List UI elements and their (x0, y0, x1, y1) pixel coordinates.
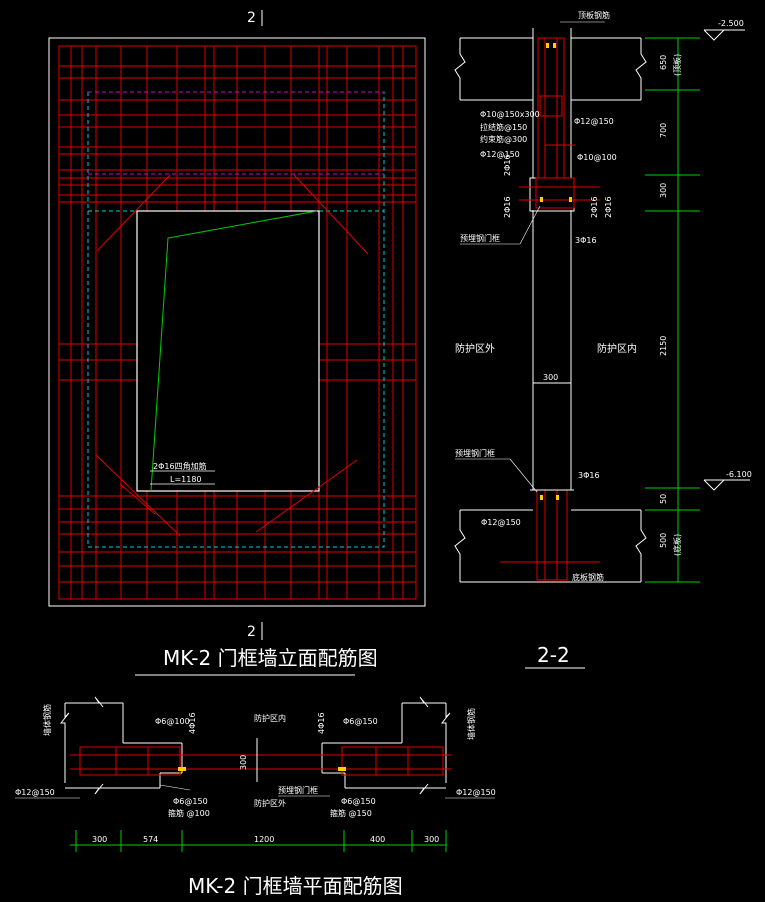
note-phi12-150-a: Φ12@150 (480, 150, 520, 159)
section-mark-top: 2 (247, 10, 256, 26)
bottom-slab-outline (454, 489, 647, 583)
phi12-150-bottom: Φ12@150 (481, 518, 521, 527)
bar-note-line1: 2Φ16四角加筋 (153, 461, 207, 471)
note-steel-frame-top: 预埋钢门框 (460, 233, 500, 243)
plan-dim-label: 300 (92, 835, 107, 844)
horizontal-rebars (59, 65, 416, 583)
label-top-slab: 顶板钢筋 (578, 10, 610, 20)
plan-hook-150: 箍筋 @150 (330, 808, 372, 818)
plan-phi6-150: Φ6@150 (343, 717, 378, 726)
dim-650: 650 (659, 55, 668, 70)
section-rebars (500, 37, 600, 581)
note-3phi16: 3Φ16 (575, 236, 597, 245)
level-bottom: -6.100 (726, 470, 752, 479)
plan-wall-rebar-right: 墙体钢筋 (466, 708, 476, 740)
level-marker-bottom (703, 479, 750, 491)
note-2phi16-c: 2Φ16 (590, 196, 599, 218)
plan-steel-frame: 预埋钢门框 (278, 785, 318, 795)
plan-phi6-100: Φ6@100 (155, 717, 190, 726)
plan-drawing: 300 防护区内 防护区外 预埋钢门框 Φ6@100 4Φ16 4Φ16 Φ6@… (15, 696, 496, 898)
dim-tag-bottom: (底板) (672, 534, 682, 556)
top-slab-outline (454, 37, 647, 101)
plan-dim-label: 300 (424, 835, 439, 844)
plan-phi6-150-b: Φ6@150 (173, 797, 208, 806)
section-mark-bottom: 2 (247, 624, 256, 640)
plan-phi6-150-c: Φ6@150 (341, 797, 376, 806)
diagonal-corner-bars (95, 174, 369, 537)
level-marker-top (703, 29, 745, 41)
plan-rebars (70, 746, 452, 776)
note-3phi16-b: 3Φ16 (578, 471, 600, 480)
label-bottom-slab: 底板钢筋 (572, 572, 604, 582)
plan-phi16-left: 4Φ16 (188, 712, 197, 734)
note-2phi16-d: 2Φ16 (604, 196, 613, 218)
plan-dim-label: 400 (370, 835, 385, 844)
level-top: -2.500 (718, 19, 744, 28)
elevation-outer-frame (48, 37, 426, 607)
plan-label-inside: 防护区内 (254, 713, 286, 723)
note-tie1: Φ10@150x300 (480, 110, 540, 119)
elevation-title: MK-2 门框墙立面配筋图 (163, 646, 378, 670)
plan-wall-rebar-left: 墙体钢筋 (42, 704, 52, 736)
plan-phi12-150-left: Φ12@150 (15, 788, 55, 797)
door-swing-line (150, 210, 318, 492)
steel-frame-marks (540, 43, 572, 500)
bar-note-line2: L=1180 (170, 475, 202, 484)
dim-500: 500 (659, 533, 668, 548)
note-steel-frame-bottom: 预埋钢门框 (455, 448, 495, 458)
note-phi10-100: Φ10@100 (577, 153, 617, 162)
note-2phi16: 2Φ16 (503, 154, 512, 176)
plan-wall-outline (59, 696, 451, 795)
section-label-outside: 防护区外 (455, 342, 495, 355)
dim-50: 50 (659, 494, 668, 504)
plan-dim-chain (70, 830, 447, 852)
plan-hook-100: 箍筋 @100 (168, 808, 210, 818)
plan-phi12-150-right: Φ12@150 (456, 788, 496, 797)
dim-300: 300 (659, 183, 668, 198)
plan-title: MK-2 门框墙平面配筋图 (188, 874, 403, 898)
plan-phi16-right: 4Φ16 (317, 712, 326, 734)
section-dim-chain (645, 37, 700, 583)
plan-frame-marks (178, 767, 346, 771)
plan-dim-label: 1200 (254, 835, 274, 844)
note-tie3: 约束筋@300 (480, 134, 527, 144)
plan-dim-label: 574 (143, 835, 158, 844)
note-2phi16-b: 2Φ16 (503, 196, 512, 218)
section-label-inside: 防护区内 (597, 342, 637, 355)
door-opening (136, 210, 320, 492)
elevation-drawing: 2Φ16四角加筋 L=1180 2 2 MK-2 门框墙立面配筋图 (48, 10, 426, 676)
note-phi12-150-b: Φ12@150 (574, 117, 614, 126)
note-tie2: 拉结筋@150 (480, 122, 527, 132)
dim-2150: 2150 (659, 336, 668, 356)
section-dim-wall: 300 (543, 373, 558, 382)
plan-label-outside: 防护区外 (254, 798, 286, 808)
dim-tag-top: (顶板) (672, 54, 682, 76)
plan-dim-300: 300 (239, 755, 248, 770)
section-drawing: 300 650 (顶板) 700 300 2150 50 500 (底板) -2… (454, 10, 752, 669)
section-title: 2-2 (537, 643, 570, 667)
dim-700: 700 (659, 123, 668, 138)
